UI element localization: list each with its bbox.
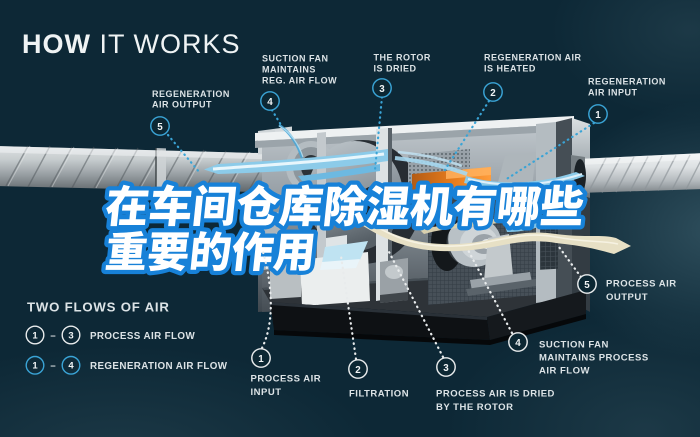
- svg-text:3: 3: [68, 330, 73, 341]
- svg-text:HOW IT WORKS: HOW IT WORKS: [22, 29, 241, 59]
- svg-text:1: 1: [595, 110, 601, 121]
- svg-text:MAINTAINS: MAINTAINS: [262, 65, 316, 75]
- svg-text:REG. AIR FLOW: REG. AIR FLOW: [262, 76, 337, 86]
- svg-text:AIR FLOW: AIR FLOW: [539, 366, 590, 377]
- svg-text:4: 4: [267, 97, 273, 108]
- svg-text:3: 3: [443, 363, 449, 374]
- svg-text:THE ROTOR: THE ROTOR: [374, 53, 431, 63]
- svg-text:SUCTION FAN: SUCTION FAN: [539, 340, 609, 351]
- svg-text:3: 3: [379, 84, 385, 95]
- svg-text:2: 2: [490, 88, 496, 99]
- svg-text:AIR INPUT: AIR INPUT: [588, 88, 638, 98]
- svg-text:–: –: [50, 361, 55, 372]
- svg-text:PROCESS AIR IS DRIED: PROCESS AIR IS DRIED: [436, 389, 555, 400]
- svg-text:–: –: [50, 330, 55, 341]
- svg-text:1: 1: [258, 354, 264, 365]
- svg-text:4: 4: [68, 361, 74, 372]
- svg-text:REGENERATION: REGENERATION: [588, 77, 666, 87]
- svg-text:MAINTAINS PROCESS: MAINTAINS PROCESS: [539, 353, 649, 364]
- svg-text:1: 1: [32, 330, 38, 341]
- svg-text:IS DRIED: IS DRIED: [374, 64, 417, 74]
- svg-text:REGENERATION: REGENERATION: [152, 89, 230, 99]
- svg-text:REGENERATION AIR FLOW: REGENERATION AIR FLOW: [90, 361, 228, 372]
- svg-text:INPUT: INPUT: [251, 387, 282, 398]
- svg-text:SUCTION FAN: SUCTION FAN: [262, 54, 329, 64]
- svg-text:PROCESS AIR FLOW: PROCESS AIR FLOW: [90, 331, 195, 342]
- svg-text:IS HEATED: IS HEATED: [484, 64, 536, 74]
- svg-text:5: 5: [157, 122, 163, 133]
- svg-text:TWO FLOWS OF AIR: TWO FLOWS OF AIR: [27, 300, 170, 315]
- svg-text:2: 2: [355, 365, 361, 376]
- svg-text:4: 4: [515, 338, 521, 349]
- svg-text:5: 5: [584, 280, 590, 291]
- svg-text:PROCESS AIR: PROCESS AIR: [251, 374, 322, 385]
- svg-text:FILTRATION: FILTRATION: [349, 389, 409, 400]
- svg-text:BY THE ROTOR: BY THE ROTOR: [436, 402, 513, 413]
- svg-text:OUTPUT: OUTPUT: [606, 292, 648, 303]
- svg-text:REGENERATION AIR: REGENERATION AIR: [484, 53, 582, 63]
- svg-text:PROCESS AIR: PROCESS AIR: [606, 279, 677, 290]
- svg-text:1: 1: [32, 361, 38, 372]
- svg-text:AIR OUTPUT: AIR OUTPUT: [152, 100, 212, 110]
